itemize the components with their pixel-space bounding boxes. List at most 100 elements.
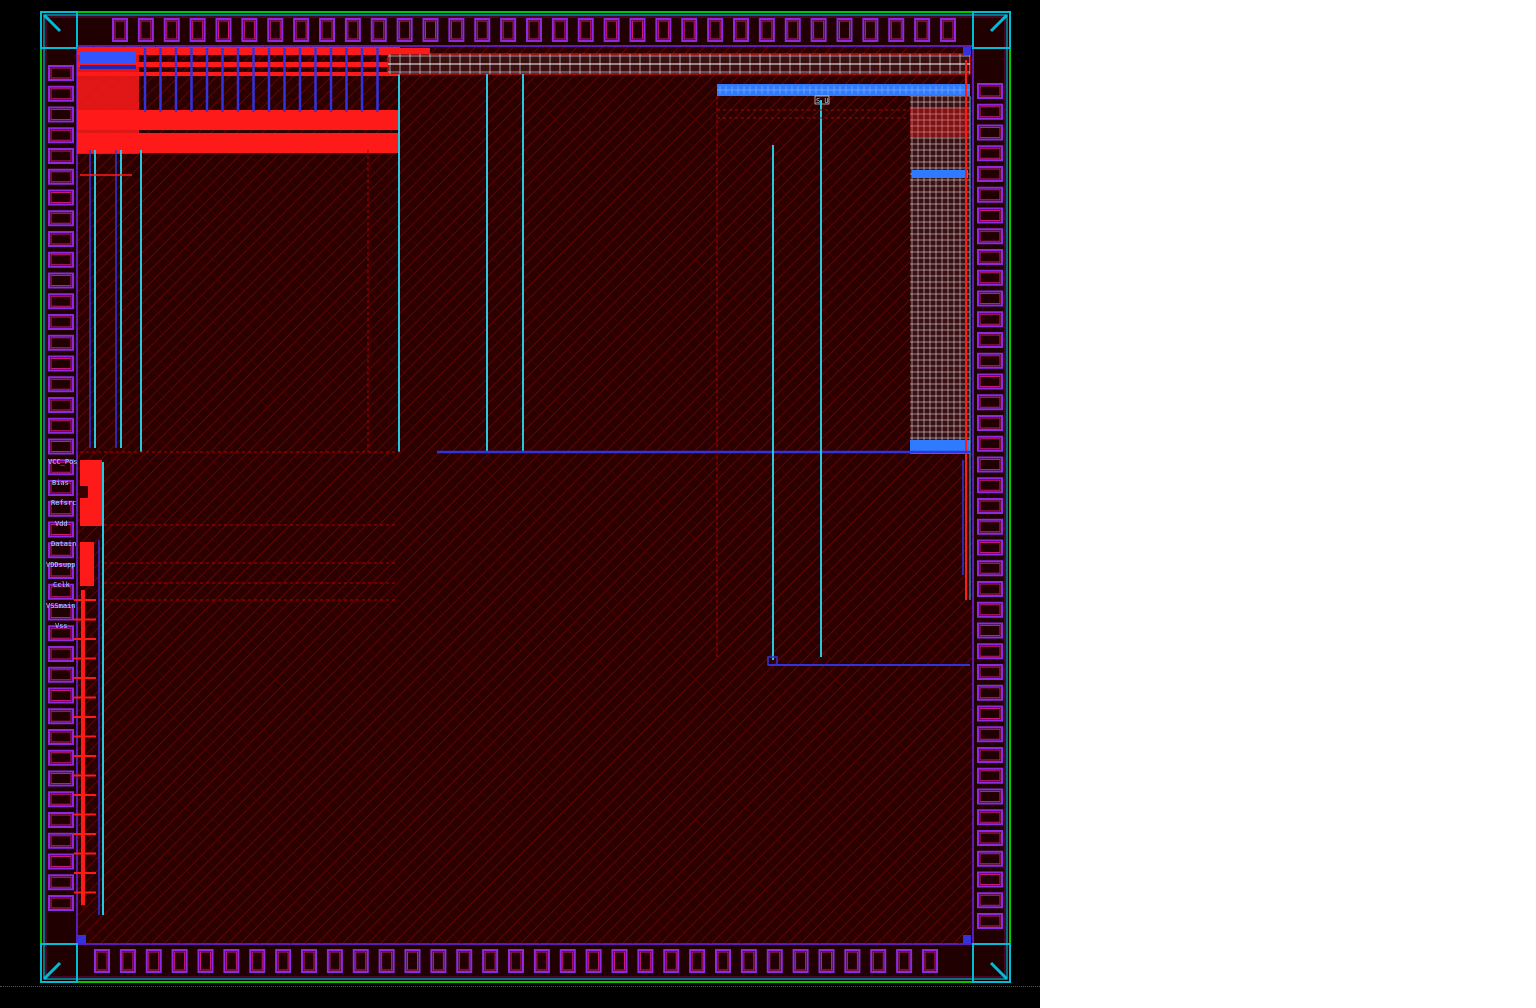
pad-row-top bbox=[112, 18, 956, 42]
io-pad bbox=[48, 666, 74, 683]
layout-viewport[interactable]: S U bbox=[0, 0, 1040, 1008]
io-pad bbox=[48, 770, 74, 787]
io-pad-inner bbox=[329, 951, 341, 971]
io-pad bbox=[430, 949, 447, 973]
io-pad bbox=[422, 18, 439, 42]
io-pad bbox=[977, 664, 1003, 680]
io-pad-inner bbox=[50, 212, 72, 224]
io-pad-inner bbox=[979, 666, 1001, 678]
io-pad-inner bbox=[50, 586, 72, 598]
empty-canvas-area bbox=[1040, 0, 1536, 1008]
io-pad bbox=[977, 809, 1003, 826]
io-pad-inner bbox=[979, 376, 1001, 387]
io-pad-inner bbox=[50, 275, 72, 286]
io-pad bbox=[48, 127, 74, 144]
io-pad bbox=[689, 949, 706, 973]
io-pad bbox=[48, 729, 74, 745]
io-pad bbox=[48, 231, 74, 247]
io-pad bbox=[293, 18, 310, 42]
pin-label: Cclk bbox=[53, 581, 71, 589]
io-pad bbox=[48, 874, 74, 891]
pad-row-bottom bbox=[94, 949, 938, 973]
io-pad-inner bbox=[50, 876, 72, 888]
io-pad bbox=[533, 949, 550, 973]
io-pad bbox=[977, 705, 1003, 722]
io-pad bbox=[163, 18, 180, 42]
io-pad bbox=[326, 949, 343, 973]
io-pad-inner bbox=[122, 951, 134, 971]
memory-block-right: S U bbox=[717, 60, 971, 600]
io-pad-inner bbox=[821, 951, 832, 971]
io-pad bbox=[977, 913, 1003, 929]
io-pad bbox=[740, 949, 757, 973]
io-pad bbox=[977, 435, 1003, 452]
io-pad-inner bbox=[218, 20, 229, 40]
chip-layout-canvas[interactable]: S U bbox=[0, 0, 1040, 1008]
io-pad-inner bbox=[50, 731, 72, 743]
io-pad bbox=[48, 148, 74, 164]
left-io-cluster bbox=[80, 460, 395, 915]
io-pad bbox=[977, 166, 1003, 182]
pad-column-right bbox=[977, 83, 1003, 929]
io-pad-inner bbox=[979, 583, 1001, 595]
io-pad bbox=[48, 832, 74, 849]
io-pad-inner bbox=[50, 171, 72, 183]
io-pad-inner bbox=[50, 129, 72, 141]
io-pad-inner bbox=[979, 791, 1001, 802]
io-pad bbox=[977, 871, 1003, 888]
io-pad bbox=[48, 168, 74, 185]
io-pad bbox=[48, 708, 74, 725]
io-pad bbox=[482, 949, 499, 973]
io-pad-inner bbox=[769, 951, 781, 971]
io-pad-inner bbox=[979, 604, 1001, 616]
io-pad bbox=[766, 949, 783, 973]
io-pad-inner bbox=[50, 337, 72, 349]
io-pad-inner bbox=[898, 951, 910, 971]
io-pad bbox=[223, 949, 240, 973]
io-pad bbox=[275, 949, 292, 973]
io-pad bbox=[48, 376, 74, 393]
io-pad-inner bbox=[979, 521, 1001, 533]
io-pad-inner bbox=[979, 168, 1001, 180]
io-pad bbox=[663, 949, 680, 973]
io-pad bbox=[577, 18, 594, 42]
io-pad bbox=[977, 539, 1003, 556]
io-pad bbox=[94, 949, 110, 973]
io-pad bbox=[977, 83, 1003, 99]
io-pad bbox=[197, 949, 214, 973]
io-pad-inner bbox=[50, 710, 72, 722]
io-pad-inner bbox=[50, 544, 72, 556]
io-pad-inner bbox=[632, 20, 643, 40]
left-routing bbox=[80, 70, 400, 453]
io-pad-inner bbox=[979, 355, 1001, 367]
io-pad-inner bbox=[303, 951, 315, 971]
io-pad-inner bbox=[580, 20, 592, 40]
io-pad bbox=[977, 311, 1003, 328]
io-pad bbox=[637, 949, 654, 973]
io-pad bbox=[267, 18, 284, 42]
io-pad bbox=[559, 949, 576, 973]
io-pad bbox=[977, 560, 1003, 577]
io-pad-inner bbox=[979, 272, 1001, 284]
io-pad bbox=[249, 949, 266, 973]
io-pad bbox=[508, 949, 524, 973]
io-pad bbox=[112, 18, 128, 42]
io-pad-inner bbox=[50, 607, 72, 618]
io-pad bbox=[48, 625, 74, 642]
io-pad bbox=[810, 18, 827, 42]
io-pad bbox=[977, 684, 1003, 701]
io-pad-inner bbox=[200, 951, 211, 971]
io-pad bbox=[784, 18, 801, 42]
io-pad-inner bbox=[50, 503, 72, 515]
io-pad-inner bbox=[50, 793, 72, 805]
io-pad bbox=[977, 352, 1003, 369]
io-pad bbox=[48, 438, 74, 455]
pin-label: Refsrc bbox=[51, 499, 76, 507]
io-pad-inner bbox=[614, 951, 625, 971]
io-pad-inner bbox=[795, 951, 807, 971]
io-pad bbox=[977, 394, 1003, 411]
io-pad-inner bbox=[458, 951, 470, 971]
io-pad-inner bbox=[50, 648, 72, 660]
io-pad-inner bbox=[50, 109, 72, 120]
io-pad bbox=[215, 18, 232, 42]
